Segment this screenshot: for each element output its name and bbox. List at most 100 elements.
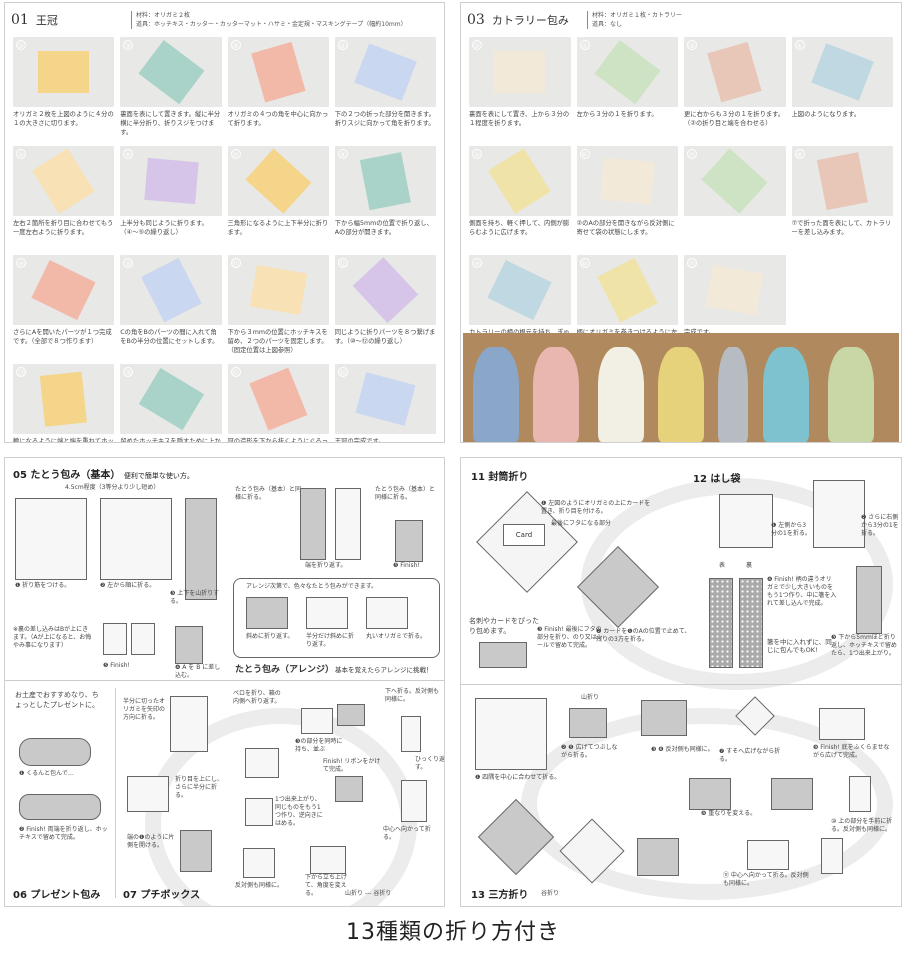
crown-panel: 01 王冠 材料：オリガミ２枚 道具：ホッチキス・カッター・カッターマット・ハサ… [4,2,445,443]
step-caption: 上半分も同じように折ります。（④〜⑤の繰り返し） [120,216,221,255]
envelope-diagram [479,642,527,668]
section-title: プレゼント包み [30,890,100,901]
section-subtitle: 便利で簡単な使い方。 [124,472,194,480]
arrange-box: アレンジ次第で、色々なたとう包みができます。 斜めに折り返す。 半分だけ斜めに折… [233,578,440,658]
fold-diagram [175,626,203,664]
fold-diagram [719,494,773,548]
step-photo: ④ [335,37,436,107]
step-caption: 冠の造形を下から抜くようにぐるっと１回ねじります。 [228,434,329,443]
step-caption: ❶ 左図のようにオリガミの上にカードを置き、折り目を付ける。 [541,500,651,516]
step-number: ⑭ [123,367,133,377]
fold-diagram [245,798,273,826]
divider [115,688,116,898]
step-number: ⑨ [472,258,482,268]
step-number: ④ [338,40,348,50]
origami-paper-icon [245,148,311,213]
fold-diagram [747,840,789,870]
present-roll-diagram [19,738,91,766]
step-caption: 1つ出来上がり、同じものをもう1つ作り、逆向きにはめる。 [275,796,325,828]
step-caption: 留めたホッチキスを隠すために上からマスキングテープを貼ります。 [120,434,221,443]
origami-paper-icon [32,260,96,320]
finished-box-diagram [335,776,363,802]
origami-paper-icon [251,42,305,102]
fold-diagram [246,597,288,629]
origami-paper-icon [817,152,868,210]
step-photo: ⑫ [335,255,436,325]
step-caption: ❹ Finish! 柄の違うオリガミで少し大きいものをもう1つ作り、中に箸を入れ… [767,576,837,608]
step-cell: ⑤側面を持ち、軽く押して、内側が膨らむように広げます。 [469,146,571,255]
origami-paper-icon [32,148,94,213]
section-title: プチボックス [140,890,200,901]
wrapped-cutlery-photo [763,347,809,442]
cutlery-header: 03 カトラリー包み 材料：オリガミ１枚・カトラリー 道具：なし [467,9,895,33]
origami-paper-icon [138,40,204,104]
step-caption: ❾ Finish! 底をふくらませながら広げて完成。 [813,744,893,760]
step-caption: 左から３分の１を折ります。 [577,107,679,146]
section-number: 06 [13,890,27,901]
wrapped-cutlery-photo [828,347,874,442]
chopstick-sleeve [709,578,733,668]
step-caption: 中心へ向かって折る。 [383,826,438,842]
origami-paper-icon [702,148,768,213]
step-caption: オリガミの４つの角を中心に向かって折ります。 [228,107,329,146]
present-intro: お土産でおすすめなり、ちょっとしたプレゼントに。 [15,690,105,710]
step-caption: 同じように折りパーツを８つ繋げます。（⑩〜⑫の繰り返し） [335,325,436,364]
arrange-caption: 斜めに折り返す。 [246,633,296,641]
step-number: ② [580,40,590,50]
materials-block: 材料：オリガミ１枚・カトラリー 道具：なし [587,11,682,29]
step-cell: ③ 更に右からも３分の１を折ります。（②の折り目と端を合わせる） [684,37,786,146]
step-caption: ❷ カードを❶のAの位置で止めて、残りの3方を折る。 [596,628,691,644]
fold-diagram [301,708,333,734]
fold-diagram [401,780,427,822]
section-title: はし袋 [710,474,740,485]
origami-paper-icon [355,372,415,426]
tatou-title: 05 たとう包み（基本） 便利で簡単な使い方。 [13,466,194,481]
step-photo: ⑬ [13,364,114,434]
envelope-title: 11 封筒折り [471,468,528,483]
step-photo: ⑥ [577,146,679,216]
step-photo: ⑦ [684,146,786,216]
origami-paper-icon [708,42,762,102]
step-photo: ③ [684,37,786,107]
fold-diagram [641,700,687,736]
origami-paper-icon [811,43,873,100]
step-cell: ⑬輪になるように端と端を重ねてホッチキスで固定します。（⑩〜⑪参照） [13,364,114,443]
step-caption: 更に右からも３分の１を折ります。（②の折り目と端を合わせる） [684,107,786,146]
origami-paper-icon [38,51,89,93]
fold-diagram [637,838,679,876]
step-caption: ❸ 下から5mmほど折り返し、ホッチキスで留めたら、1つ出来上がり。 [831,634,897,658]
step-caption: 裏面を表にして置きます。縦に半分横に半分折り、折りスジをつけます。 [120,107,221,146]
step-caption: ❶ 左側から3分の1を折る。 [771,522,811,538]
footer-caption: 13種類の折り方付き [0,914,906,946]
fold-diagram [127,776,169,812]
fold-diagram [15,498,87,580]
fold-diagram [771,778,813,810]
materials-text: 材料：オリガミ２枚 [136,11,407,20]
chopstick-note: 箸を中に入れずに、同じに包んでもOK! [767,638,837,654]
chopstick-sleeve [739,578,763,668]
origami-paper-icon [597,258,657,322]
step-caption: ❶ 折り筋をつける。 [15,582,70,590]
fold-diagram [335,488,361,560]
step-caption: 端の❶のように片側を開ける。 [127,834,177,850]
step-photo: ⑮ [228,364,329,434]
step-caption: ❷ 左から順に折る。 [100,582,155,590]
wrapped-cutlery-photo [473,347,519,442]
step-number: ⑥ [580,149,590,159]
fold-diagram [243,848,275,878]
divider [5,680,444,681]
envelope-intro: 名刺やカードをぴったり包めます。 [469,616,544,636]
wrapped-cutlery-photo [658,347,704,442]
crown-header: 01 王冠 材料：オリガミ２枚 道具：ホッチキス・カッター・カッターマット・ハサ… [11,9,438,33]
step-number: ③ [687,40,697,50]
arrange-caption: 半分だけ斜めに折り返す。 [306,633,356,649]
step-cell: ② 左から３分の１を折ります。 [577,37,679,146]
fold-diagram [849,776,871,812]
step-number: ⑪ [231,258,241,268]
fold-diagram [366,597,408,629]
fold-diagram [300,488,326,560]
